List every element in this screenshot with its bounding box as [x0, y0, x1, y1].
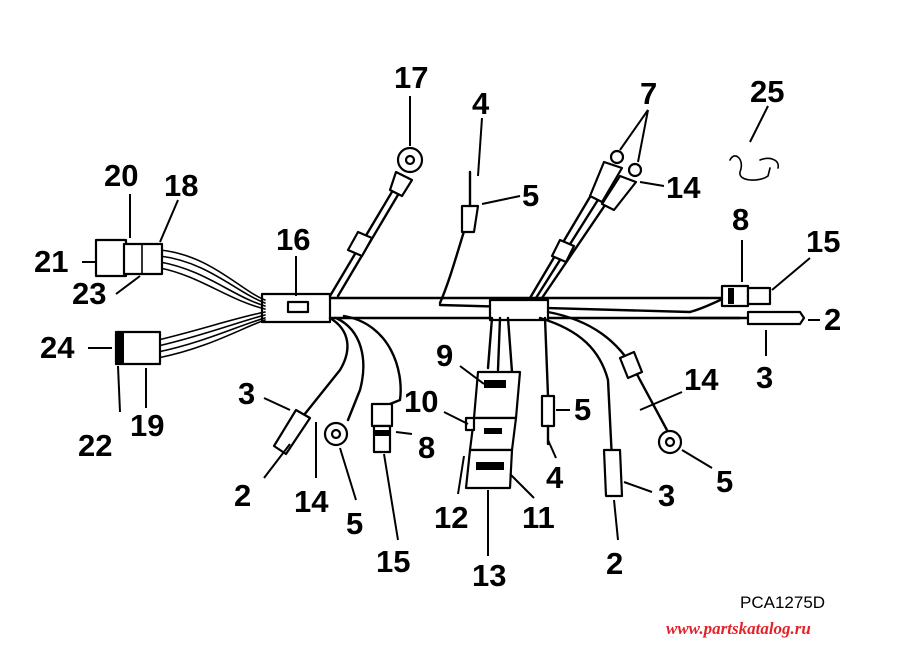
bullet-terminal-2-left [272, 408, 312, 456]
branch-left-lower [272, 314, 402, 456]
callout-5-left: 5 [346, 506, 363, 541]
callout-12: 12 [434, 500, 468, 535]
harness-clamp-16 [286, 300, 310, 314]
callout-19: 19 [130, 408, 164, 443]
connector-block-center [464, 316, 522, 490]
branch-terminals-7-14 [528, 149, 643, 300]
connector-21 [94, 238, 128, 278]
callout-5-top: 5 [522, 178, 539, 213]
callout-5-center: 5 [574, 392, 591, 427]
callout-9: 9 [436, 338, 453, 373]
connector-8-right [720, 284, 750, 308]
clip-25 [729, 155, 780, 181]
callout-22: 22 [78, 428, 112, 463]
callout-5-right: 5 [716, 464, 733, 499]
callout-18: 18 [164, 168, 198, 203]
callout-8-right: 8 [732, 202, 749, 237]
callout-14-top: 14 [666, 170, 701, 205]
callout-2-lower: 2 [606, 546, 623, 581]
branch-right-connectors [688, 284, 806, 326]
callout-14-left: 14 [294, 484, 329, 519]
callout-10: 10 [404, 384, 438, 419]
connector-body-20 [122, 242, 164, 276]
connector-8-left [370, 402, 394, 428]
callout-15-lower: 15 [376, 544, 410, 579]
callout-25: 25 [750, 74, 784, 109]
callout-21: 21 [34, 244, 68, 279]
connector-9 [472, 370, 522, 420]
callout-11: 11 [522, 500, 555, 535]
callout-7: 7 [640, 76, 657, 111]
watermark-link[interactable]: www.partskatalog.ru [666, 619, 811, 638]
branch-pin-4-5 [438, 170, 480, 305]
branch-right-lower [538, 310, 683, 498]
branch-ring-terminal-17 [328, 146, 424, 298]
callout-3-right: 3 [756, 360, 773, 395]
callout-20: 20 [104, 158, 138, 193]
callout-4-top: 4 [472, 86, 490, 121]
callout-24: 24 [40, 330, 75, 365]
callout-15-right: 15 [806, 224, 840, 259]
callout-14-right: 14 [684, 362, 719, 397]
callout-8-left: 8 [418, 430, 435, 465]
callout-3-left: 3 [238, 376, 255, 411]
callout-23: 23 [72, 276, 106, 311]
leader-lines [82, 96, 820, 556]
drawing-code: PCA1275D [740, 593, 825, 612]
callout-13: 13 [472, 558, 506, 593]
callout-17: 17 [394, 60, 428, 95]
callout-2-right: 2 [824, 302, 841, 337]
connector-group-left-upper [94, 238, 266, 310]
callout-4-lower: 4 [546, 460, 564, 495]
bullet-terminal-2-right [746, 310, 806, 326]
bullet-terminal-2-lower [602, 448, 624, 498]
callout-3-lower: 3 [658, 478, 675, 513]
callout-16: 16 [276, 222, 310, 257]
callout-labels: 17 4 7 25 20 18 5 14 8 15 21 16 23 2 24 … [34, 60, 841, 593]
callout-2-left: 2 [234, 478, 251, 513]
connector-group-left-lower [114, 311, 266, 366]
